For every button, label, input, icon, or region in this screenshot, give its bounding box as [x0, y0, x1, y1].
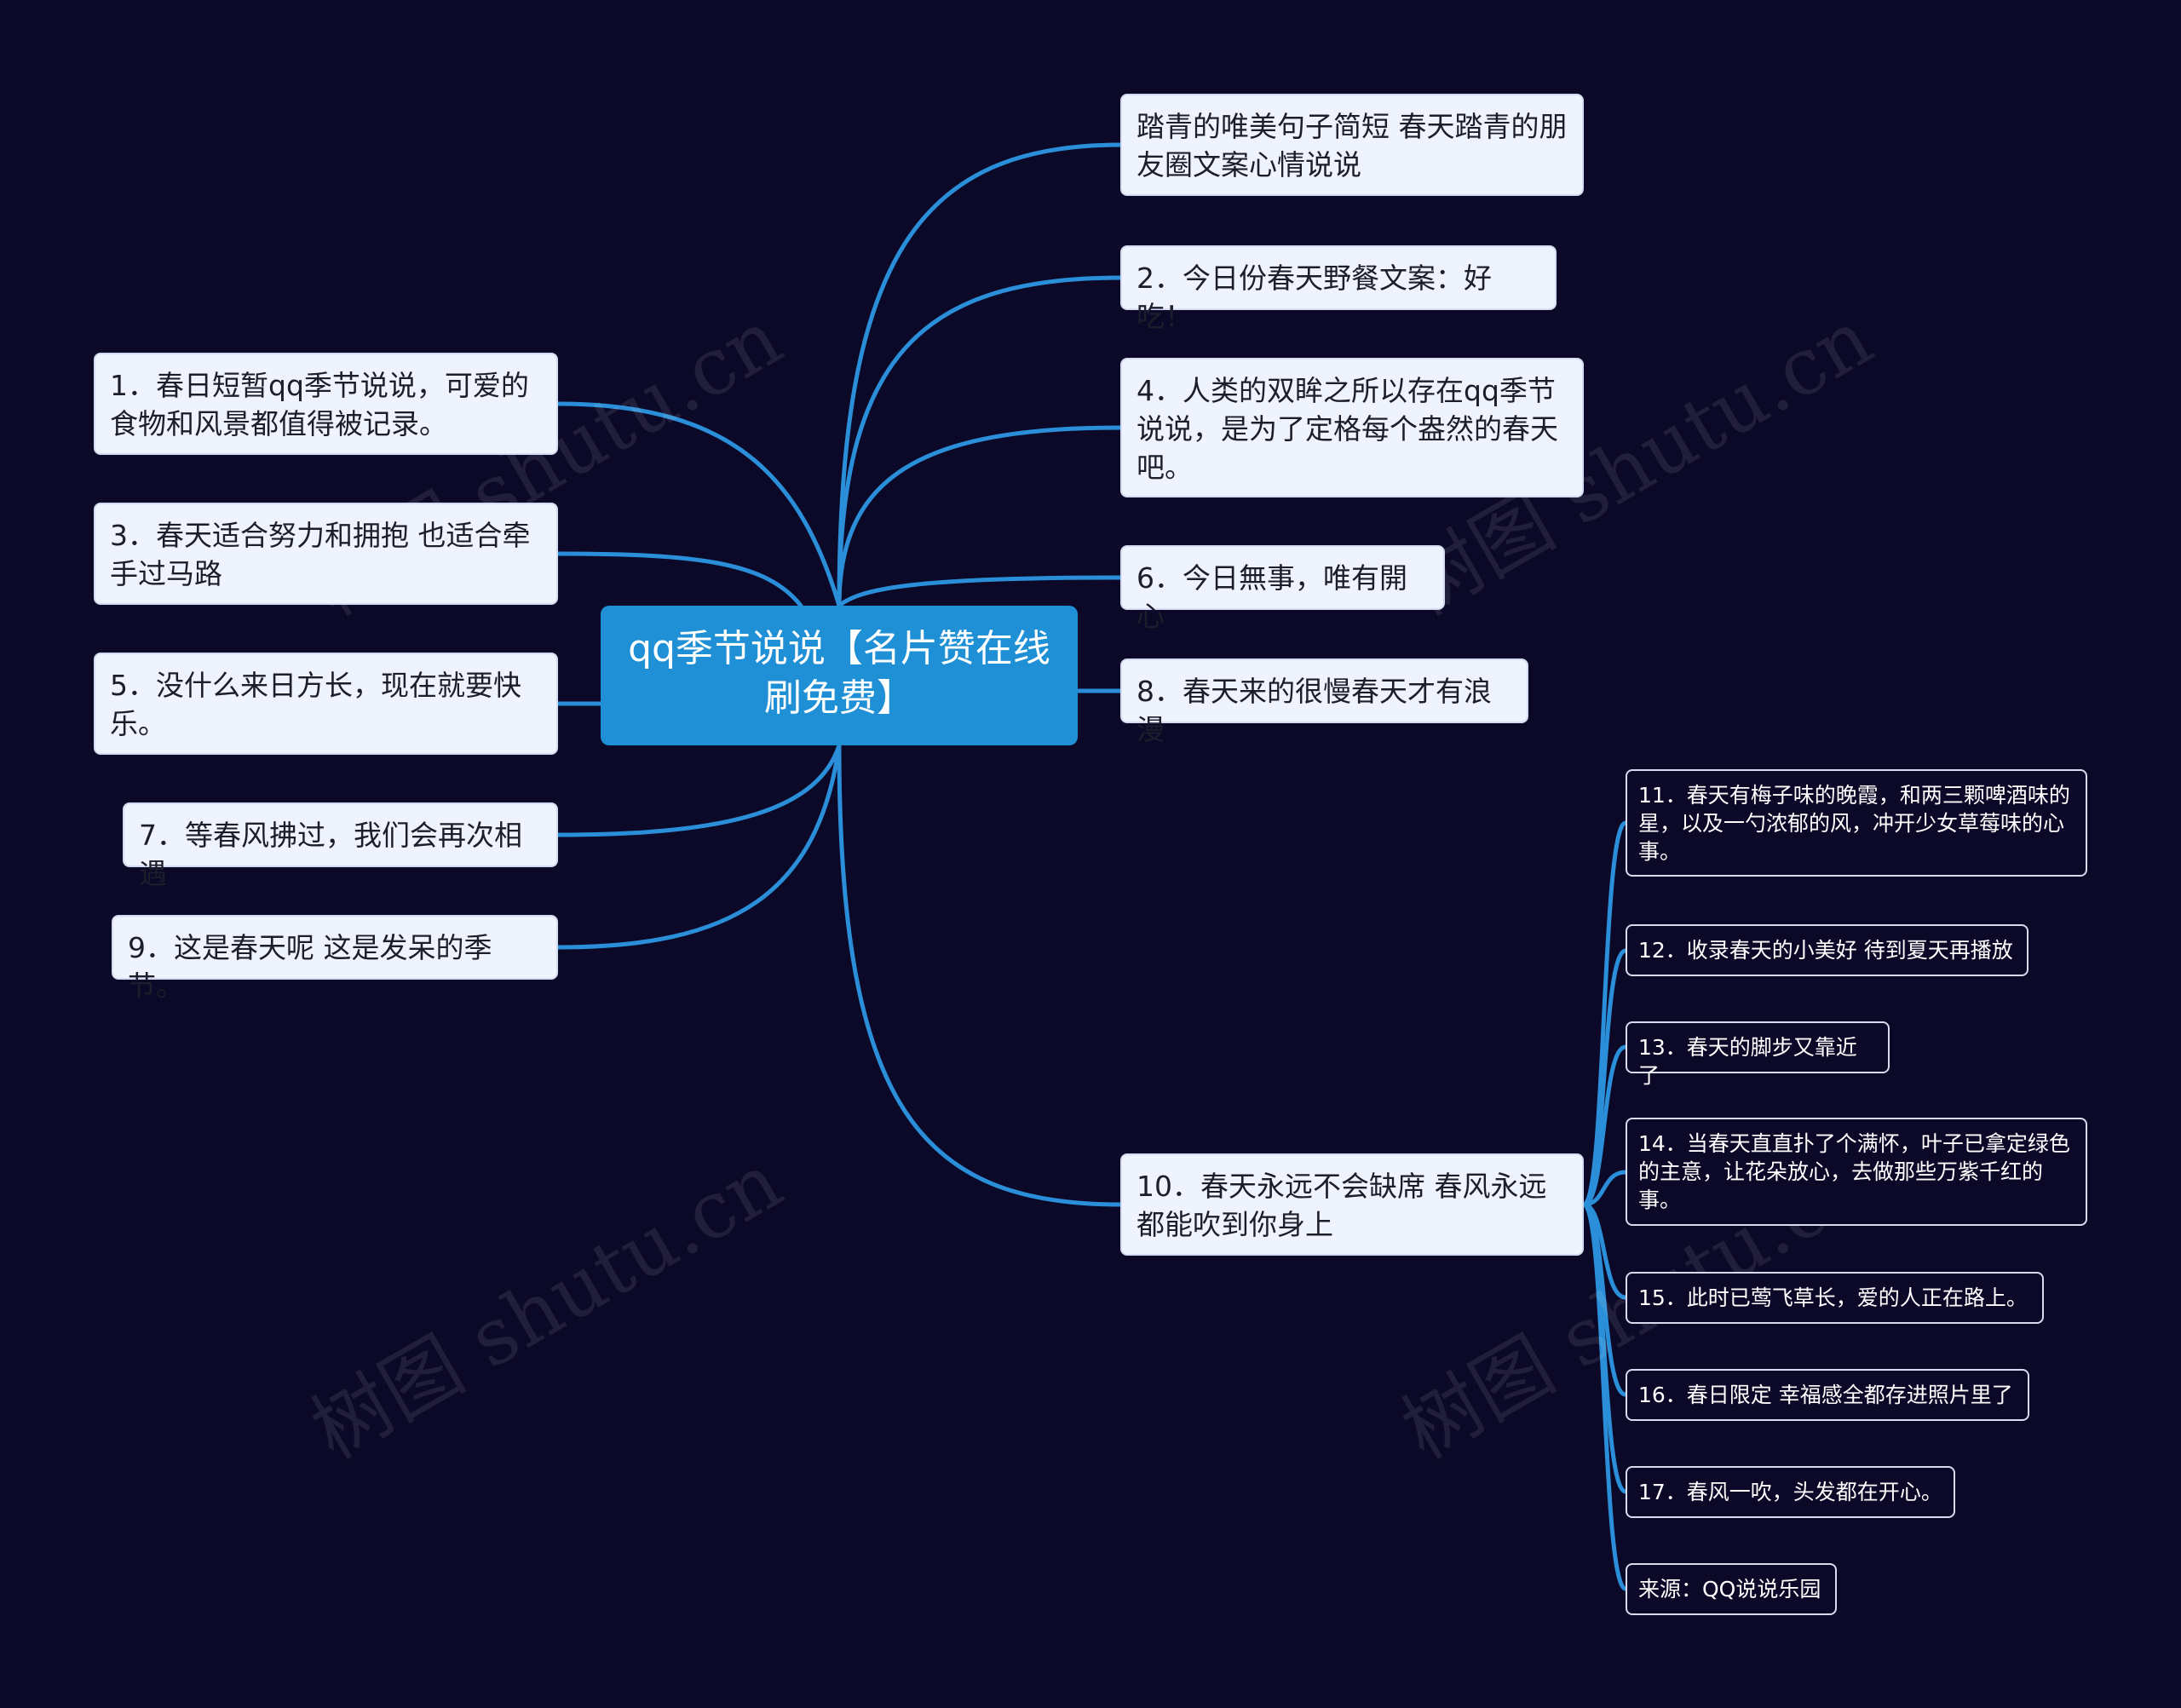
left-node-1[interactable]: 1．春日短暂qq季节说说，可爱的食物和风景都值得被记录。: [94, 353, 558, 455]
right-node-8[interactable]: 8．春天来的很慢春天才有浪漫: [1120, 658, 1528, 746]
right-node-6[interactable]: 6．今日無事，唯有開心: [1120, 545, 1445, 633]
link-root-r10: [837, 743, 1123, 1207]
link-r10-s11: [1581, 820, 1628, 1207]
link-root-l3: [555, 551, 803, 608]
left-node-3[interactable]: 3．春天适合努力和拥抱 也适合牵手过马路: [94, 503, 558, 605]
sub-node-17[interactable]: 17．春风一吹，头发都在开心。: [1626, 1466, 1955, 1518]
link-root-l9: [555, 743, 842, 950]
left-node-5[interactable]: 5．没什么来日方长，现在就要快乐。: [94, 653, 558, 755]
sub-node-14[interactable]: 14．当春天直直扑了个满怀，叶子已拿定绿色的主意，让花朵放心，去做那些万紫千红的…: [1626, 1118, 2087, 1226]
right-node-intro[interactable]: 踏青的唯美句子简短 春天踏青的朋友圈文案心情说说: [1120, 94, 1584, 196]
link-root-r1: [837, 142, 1123, 608]
sub-node-16[interactable]: 16．春日限定 幸福感全都存进照片里了: [1626, 1369, 2029, 1421]
right-node-4[interactable]: 4．人类的双眸之所以存在qq季节说说，是为了定格每个盎然的春天吧。: [1120, 358, 1584, 497]
sub-node-source[interactable]: 来源：QQ说说乐园: [1626, 1563, 1837, 1615]
sub-node-13[interactable]: 13．春天的脚步又靠近了: [1626, 1021, 1890, 1088]
link-root-l1: [555, 401, 842, 608]
left-node-7[interactable]: 7．等春风拂过，我们会再次相遇: [123, 802, 558, 890]
sub-node-15[interactable]: 15．此时已莺飞草长，爱的人正在路上。: [1626, 1272, 2044, 1324]
link-root-l7: [555, 743, 842, 837]
link-root-r2: [837, 275, 1123, 608]
link-r10-source: [1581, 1202, 1628, 1591]
right-node-10[interactable]: 10．春天永远不会缺席 春风永远都能吹到你身上: [1120, 1153, 1584, 1256]
root-node[interactable]: qq季节说说【名片赞在线刷免费】: [601, 606, 1078, 745]
left-node-9[interactable]: 9．这是春天呢 这是发呆的季节。: [112, 915, 558, 1003]
link-r10-s13: [1581, 1044, 1628, 1207]
link-root-r6: [837, 575, 1123, 608]
sub-node-11[interactable]: 11．春天有梅子味的晚霞，和两三颗啤酒味的星，以及一勺浓郁的风，冲开少女草莓味的…: [1626, 769, 2087, 877]
sub-node-12[interactable]: 12．收录春天的小美好 待到夏天再播放: [1626, 924, 2029, 976]
link-root-r4: [837, 425, 1123, 608]
link-r10-s14: [1581, 1170, 1628, 1207]
right-node-2[interactable]: 2．今日份春天野餐文案：好吃！: [1120, 245, 1557, 333]
